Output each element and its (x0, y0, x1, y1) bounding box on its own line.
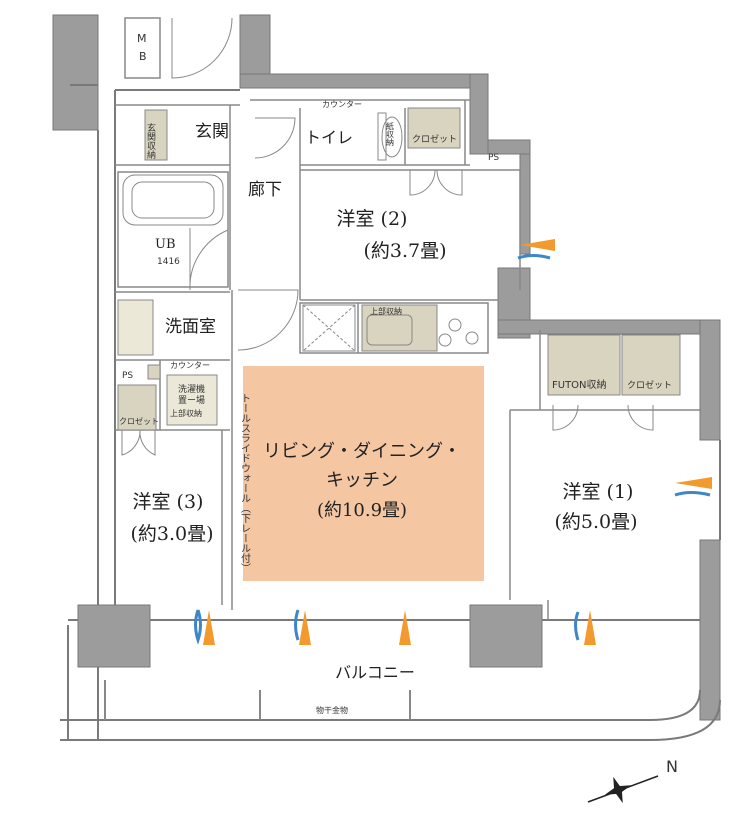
ps-left-label: PS (122, 371, 133, 381)
vent-arrow-orange-1 (203, 610, 215, 645)
ldk-line2: キッチン (326, 470, 398, 491)
vent-arrow-orange-5 (675, 477, 712, 489)
doors (121, 17, 654, 456)
mb-label: M (137, 32, 147, 45)
washer-label-1: 洗濯機 (178, 383, 205, 395)
compass: N (587, 757, 678, 804)
western2-name: 洋室 (2) (337, 208, 408, 230)
mb-label-b: B (139, 50, 147, 63)
roka-label: 廊下 (248, 180, 282, 200)
storage-fills (117, 107, 681, 431)
fixtures (122, 112, 479, 352)
balcony-posts (104, 680, 411, 720)
washer-label-2: 置ー場 (178, 394, 205, 406)
vent-arrow-orange-3 (399, 610, 411, 645)
western1-size: (約5.0畳) (554, 511, 637, 533)
ldk-line1: リビング・ダイニング・ (263, 441, 461, 462)
ldk-size: (約10.9畳) (317, 500, 407, 521)
drying-hardware-label: 物干金物 (316, 705, 348, 715)
vent-arrow-blue-4 (674, 491, 711, 497)
paper-storage-label: 紙収納 (386, 121, 395, 147)
western1-name: 洋室 (1) (563, 481, 634, 503)
toilet-label: トイレ (305, 128, 353, 147)
vent-arrow-blue-2 (294, 609, 300, 641)
vent-arrow-blue-5 (517, 254, 551, 260)
counter-wash-label: カウンター (170, 361, 210, 370)
counter-top-label: カウンター (322, 100, 362, 109)
structural-columns (52, 14, 721, 721)
vent-arrow-blue-1 (194, 609, 202, 645)
vent-arrow-orange-4 (584, 610, 596, 645)
compass-needle-2 (604, 785, 632, 795)
partitions (115, 17, 700, 620)
genkan-label: 玄関 (195, 122, 229, 142)
closet-right-label: クロゼット (627, 379, 672, 391)
futon-label: FUTON収納 (552, 378, 607, 391)
walls (60, 84, 721, 741)
compass-north-label: N (666, 757, 678, 776)
ventilation-arrows (194, 239, 712, 645)
western3-name: 洋室 (3) (133, 491, 204, 513)
western2-size: (約3.7畳) (363, 240, 446, 262)
ub-size-label: 1416 (157, 257, 180, 267)
ldk-area (243, 366, 484, 581)
genkan-storage-label: 玄関収納 (145, 122, 156, 160)
compass-line (587, 775, 659, 803)
vent-arrow-orange-2 (299, 610, 311, 645)
closet-top-label: クロゼット (412, 133, 457, 145)
balcony-label: バルコニー (335, 663, 415, 682)
vent-arrow-orange-6 (520, 239, 555, 251)
western3-size: (約3.0畳) (130, 523, 213, 545)
ub-label: UB (155, 237, 176, 252)
slide-wall-label: トールスライドウォール（下レール付） (239, 393, 251, 573)
vent-arrow-blue-3 (574, 611, 580, 641)
upper-storage-kitchen-label: 上部収納 (370, 306, 402, 316)
ps-right-label: PS (488, 153, 499, 163)
closet-left-label: クロゼット (119, 416, 159, 426)
upper-storage-wash-label: 上部収納 (170, 408, 202, 418)
wash-label: 洗面室 (165, 317, 216, 337)
